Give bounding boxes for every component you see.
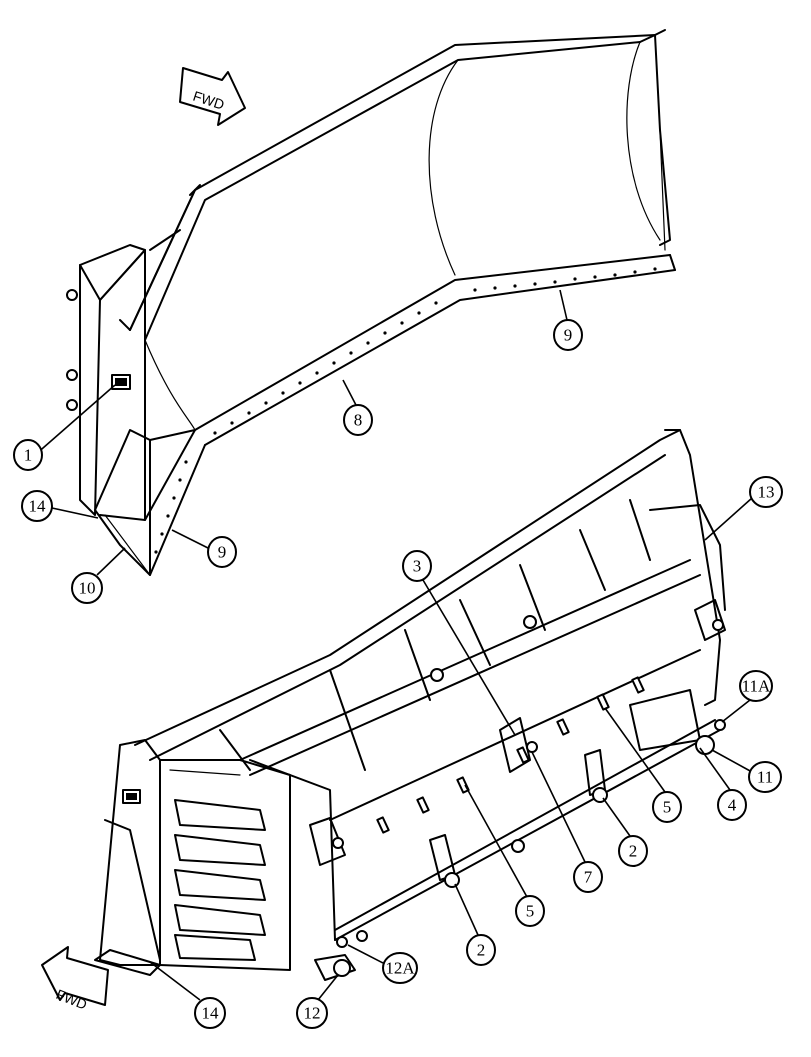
svg-text:11: 11	[757, 768, 773, 787]
svg-text:7: 7	[584, 868, 593, 887]
rear-cat-badge-icon	[122, 789, 141, 804]
svg-text:2: 2	[477, 941, 486, 960]
svg-text:3: 3	[413, 557, 422, 576]
svg-text:11A: 11A	[742, 677, 771, 696]
svg-text:9: 9	[564, 326, 573, 345]
callout-12A: 12A	[382, 952, 418, 984]
svg-text:5: 5	[526, 902, 535, 921]
svg-text:12A: 12A	[385, 959, 415, 978]
callout-2-left: 2	[466, 934, 496, 966]
blade-front-view	[66, 29, 676, 576]
svg-text:4: 4	[728, 796, 737, 815]
callout-7: 7	[573, 861, 603, 893]
callout-14-top: 14	[21, 490, 53, 522]
callout-14-bottom: 14	[194, 997, 226, 1029]
fwd-arrow-bottom: FWD	[41, 946, 109, 1013]
svg-text:13: 13	[758, 483, 775, 502]
svg-text:2: 2	[629, 842, 638, 861]
callout-11: 11	[748, 761, 782, 793]
callout-2-right: 2	[618, 835, 648, 867]
rear-pin-slots	[376, 676, 645, 834]
cat-badge-icon	[111, 374, 131, 390]
svg-text:12: 12	[304, 1004, 321, 1023]
cutting-edge-bolt-holes	[154, 267, 657, 554]
svg-text:9: 9	[218, 543, 227, 562]
svg-text:14: 14	[202, 1004, 220, 1023]
callout-11A: 11A	[739, 670, 773, 702]
svg-text:10: 10	[79, 579, 96, 598]
callout-5-left: 5	[515, 895, 545, 927]
callout-3: 3	[402, 550, 432, 582]
callout-9-left: 9	[207, 536, 237, 568]
callout-5-right: 5	[652, 791, 682, 823]
blade-rear-view	[94, 429, 726, 981]
svg-text:5: 5	[663, 798, 672, 817]
callout-12: 12	[296, 997, 328, 1029]
svg-text:14: 14	[29, 497, 47, 516]
callout-8: 8	[343, 404, 373, 436]
callout-1: 1	[13, 439, 43, 471]
callout-10: 10	[71, 572, 103, 604]
callout-13: 13	[749, 476, 783, 508]
svg-text:1: 1	[24, 446, 33, 465]
fwd-arrow-top: FWD	[179, 67, 246, 126]
callout-9-top: 9	[553, 319, 583, 351]
callout-4: 4	[717, 789, 747, 821]
svg-text:8: 8	[354, 411, 363, 430]
callouts: 1 8 9 9 14 10 3	[13, 289, 783, 1029]
